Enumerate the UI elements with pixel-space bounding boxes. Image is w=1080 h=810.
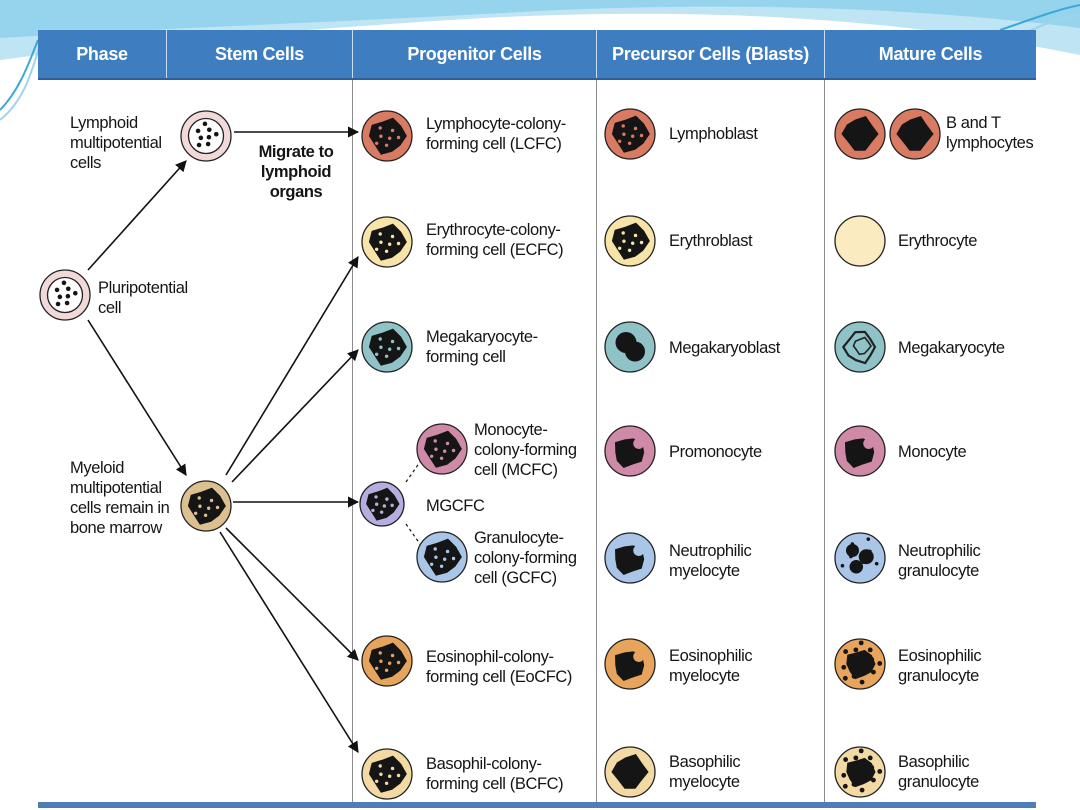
lymphoid-multipotential-cell bbox=[180, 110, 232, 162]
arrow-pluripotential-to-lymphoid bbox=[87, 160, 187, 271]
ecfc-label: Erythrocyte-colony- forming cell (ECFC) bbox=[426, 221, 564, 259]
eocfc-label: Eosinophil-colony- forming cell (EoCFC) bbox=[426, 648, 573, 686]
header-divider bbox=[352, 30, 353, 78]
eocfc-cell bbox=[361, 635, 413, 687]
lcfc-cell bbox=[361, 110, 413, 162]
bcfc-cell bbox=[361, 748, 413, 800]
pluripotential-label: Pluripotential cell bbox=[98, 279, 188, 317]
megakaryocyte-forming-cell bbox=[361, 321, 413, 373]
header-phase: Phase bbox=[76, 44, 128, 64]
mgcfc-label: MGCFC bbox=[426, 497, 485, 515]
mcfc-cell bbox=[416, 423, 468, 475]
header-mature-cells: Mature Cells bbox=[878, 44, 983, 64]
column-divider bbox=[596, 80, 597, 808]
lcfc-label: Lymphocyte-colony- forming cell (LCFC) bbox=[426, 115, 566, 153]
basophilic-myelocyte-cell bbox=[604, 746, 656, 798]
table-header: Phase Stem Cells Progenitor Cells Precur… bbox=[38, 30, 1036, 80]
megakaryoblast-cell bbox=[604, 321, 656, 373]
lymphoblast-label: Lymphoblast bbox=[669, 125, 758, 143]
monocyte-label: Monocyte bbox=[898, 443, 967, 461]
pluripotential-cell bbox=[39, 269, 91, 321]
neutrophilic-myelocyte-label: Neutrophilic myelocyte bbox=[669, 542, 752, 580]
promonocyte-cell bbox=[604, 425, 656, 477]
neutrophilic-granulocyte-cell bbox=[834, 532, 886, 584]
monocyte-cell bbox=[834, 425, 886, 477]
ecfc-cell bbox=[361, 216, 413, 268]
arrow-myeloid-to-bcfc bbox=[219, 531, 359, 753]
megakaryocyte-forming-label: Megakaryocyte- forming cell bbox=[426, 328, 538, 366]
gcfc-cell bbox=[416, 531, 468, 583]
header-progenitor-cells: Progenitor Cells bbox=[407, 44, 542, 64]
column-divider bbox=[824, 80, 825, 808]
t-lymphocyte-cell bbox=[889, 108, 941, 160]
basophilic-myelocyte-label: Basophilic myelocyte bbox=[669, 753, 741, 791]
bottom-band bbox=[38, 802, 1036, 808]
header-divider bbox=[824, 30, 825, 78]
erythrocyte-label: Erythrocyte bbox=[898, 232, 978, 250]
erythrocyte-cell bbox=[834, 215, 886, 267]
basophilic-granulocyte-label: Basophilic granulocyte bbox=[898, 753, 979, 791]
erythroblast-label: Erythroblast bbox=[669, 232, 753, 250]
header-precursor-cells: Precursor Cells (Blasts) bbox=[612, 44, 809, 64]
promonocyte-label: Promonocyte bbox=[669, 443, 762, 461]
eosinophilic-myelocyte-label: Eosinophilic myelocyte bbox=[669, 647, 753, 685]
eosinophilic-myelocyte-cell bbox=[604, 638, 656, 690]
lymphoblast-cell bbox=[604, 108, 656, 160]
neutrophilic-granulocyte-label: Neutrophilic granulocyte bbox=[898, 542, 981, 580]
dashed-mgcfc-to-mcfc bbox=[405, 461, 421, 483]
eosinophilic-granulocyte-cell bbox=[834, 638, 886, 690]
megakaryoblast-label: Megakaryoblast bbox=[669, 339, 780, 357]
megakaryocyte-label: Megakaryocyte bbox=[898, 339, 1005, 357]
b-lymphocyte-cell bbox=[834, 108, 886, 160]
migrate-label: Migrate to lymphoid organs bbox=[258, 143, 334, 201]
b-t-lymphocytes-label: B and T lymphocytes bbox=[946, 114, 1034, 152]
megakaryocyte-cell bbox=[834, 321, 886, 373]
eosinophilic-granulocyte-label: Eosinophilic granulocyte bbox=[898, 647, 982, 685]
basophilic-granulocyte-cell bbox=[834, 746, 886, 798]
bcfc-label: Basophil-colony- forming cell (BCFC) bbox=[426, 755, 564, 793]
erythroblast-cell bbox=[604, 215, 656, 267]
cell-labels: Lymphoid multipotential cells Pluripoten… bbox=[38, 30, 1036, 808]
lineage-arrows bbox=[87, 126, 421, 753]
arrow-myeloid-to-megakaryocyte-forming bbox=[231, 349, 359, 483]
arrow-myeloid-to-ecfc bbox=[225, 256, 359, 476]
myeloid-multipotential-label: Myeloid multipotential cells remain in b… bbox=[70, 459, 170, 537]
header-divider bbox=[166, 30, 167, 78]
mgcfc-cell bbox=[359, 481, 405, 527]
header-divider bbox=[596, 30, 597, 78]
myeloid-multipotential-cell bbox=[180, 480, 232, 532]
cell-illustrations bbox=[39, 108, 941, 800]
mcfc-label: Monocyte- colony-forming cell (MCFC) bbox=[474, 421, 577, 479]
column-divider bbox=[352, 80, 353, 808]
arrow-pluripotential-to-myeloid bbox=[87, 319, 187, 476]
neutrophilic-myelocyte-cell bbox=[604, 532, 656, 584]
header-stem-cells: Stem Cells bbox=[214, 44, 305, 64]
gcfc-label: Granulocyte- colony-forming cell (GCFC) bbox=[474, 529, 577, 587]
dashed-mgcfc-to-gcfc bbox=[405, 523, 421, 545]
lymphoid-multipotential-label: Lymphoid multipotential cells bbox=[70, 114, 162, 172]
arrow-myeloid-to-eocfc bbox=[225, 527, 359, 661]
hematopoiesis-figure: Phase Stem Cells Progenitor Cells Precur… bbox=[38, 30, 1036, 808]
